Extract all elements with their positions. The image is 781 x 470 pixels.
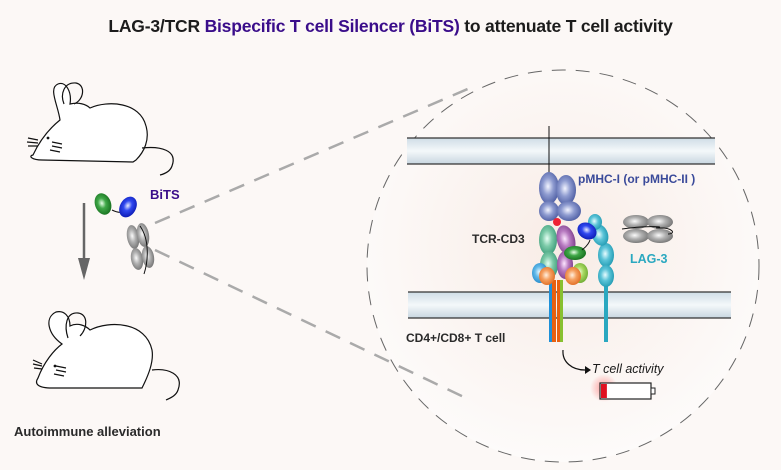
title-prefix: LAG-3/TCR	[108, 16, 205, 36]
peptide-dot	[553, 218, 561, 226]
autoimmune-label: Autoimmune alleviation	[14, 424, 161, 439]
bits-bound	[564, 215, 673, 260]
mouse-inflamed	[26, 82, 174, 176]
apc-membrane	[407, 137, 715, 165]
bits-molecule-icon	[94, 193, 155, 275]
title-suffix: to attenuate T cell activity	[459, 16, 673, 36]
arrow-curved-icon	[562, 349, 586, 371]
title-accent: Bispecific T cell Silencer (BiTS)	[204, 16, 460, 36]
figure-title: LAG-3/TCR Bispecific T cell Silencer (Bi…	[0, 16, 781, 37]
zoom-connector-top	[154, 86, 471, 225]
zoom-circle-outline	[366, 69, 760, 463]
tcr-cd3-label: TCR-CD3	[472, 232, 525, 246]
battery-low-icon	[590, 374, 656, 402]
tcell-membrane	[408, 291, 731, 319]
pmhc-molecule	[539, 126, 581, 226]
bits-label: BiTS	[150, 187, 180, 202]
arrow-head-icon	[585, 366, 591, 374]
mouse-healthy	[32, 311, 180, 401]
tcell-label: CD4+/CD8+ T cell	[406, 331, 506, 345]
pmhc-label: pMHC-I (or pMHC-II )	[578, 172, 696, 186]
lag3-label: LAG-3	[630, 252, 668, 266]
arrow-down-icon	[78, 203, 90, 280]
tcell-activity-label: T cell activity	[592, 362, 664, 376]
battery-fill	[601, 384, 607, 398]
zoom-connector-bottom	[154, 248, 471, 402]
